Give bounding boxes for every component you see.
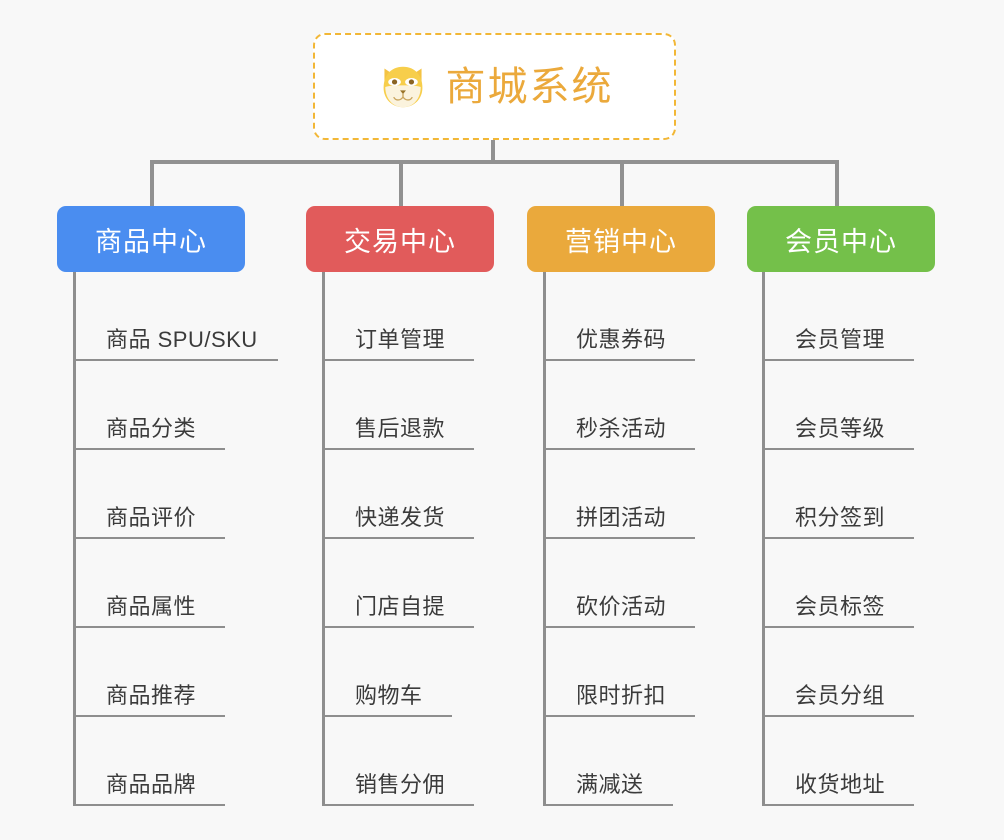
leaf-item[interactable]: 商品品牌	[73, 717, 225, 806]
leaf-label: 收货地址	[795, 772, 886, 797]
leaf-item[interactable]: 秒杀活动	[543, 361, 695, 450]
root-title: 商城系统	[445, 64, 614, 109]
leaf-item[interactable]: 会员管理	[762, 272, 914, 361]
shiba-dog-icon	[383, 66, 422, 107]
leaf-item[interactable]: 门店自提	[322, 539, 474, 628]
leaf-label: 商品分类	[106, 416, 197, 441]
leaf-label: 拼团活动	[576, 505, 667, 530]
leaf-item[interactable]: 收货地址	[762, 717, 914, 806]
leaf-label: 销售分佣	[355, 772, 446, 797]
leaf-item[interactable]: 满减送	[543, 717, 673, 806]
category-box-trade[interactable]: 交易中心	[306, 206, 494, 272]
leaf-label: 优惠券码	[576, 327, 667, 352]
leaf-item[interactable]: 快递发货	[322, 450, 474, 539]
category-label: 营销中心	[565, 226, 677, 257]
leaf-label: 售后退款	[355, 416, 446, 441]
leaf-label: 会员分组	[795, 683, 886, 708]
category-label: 交易中心	[344, 226, 456, 257]
leaf-item[interactable]: 售后退款	[322, 361, 474, 450]
leaf-item[interactable]: 商品评价	[73, 450, 225, 539]
leaf-label: 满减送	[576, 772, 644, 797]
category-drop-connector-3	[620, 160, 624, 206]
category-drop-connector-4	[835, 160, 839, 206]
leaf-rail	[322, 272, 325, 806]
leaf-label: 会员等级	[795, 416, 886, 441]
leaf-label: 秒杀活动	[576, 416, 667, 441]
leaf-label: 积分签到	[795, 505, 886, 530]
category-box-member[interactable]: 会员中心	[747, 206, 935, 272]
leaf-label: 商品推荐	[106, 683, 197, 708]
leaf-item[interactable]: 销售分佣	[322, 717, 474, 806]
category-box-marketing[interactable]: 营销中心	[527, 206, 715, 272]
leaf-item[interactable]: 砍价活动	[543, 539, 695, 628]
leaf-item[interactable]: 积分签到	[762, 450, 914, 539]
leaf-item[interactable]: 会员标签	[762, 539, 914, 628]
leaf-rail	[73, 272, 76, 806]
leaf-label: 限时折扣	[576, 683, 667, 708]
category-drop-connector-1	[150, 160, 154, 206]
horizontal-bar-connector	[150, 160, 839, 164]
category-label: 商品中心	[95, 226, 207, 257]
category-drop-connector-2	[399, 160, 403, 206]
leaf-label: 快递发货	[355, 505, 446, 530]
leaf-label: 商品品牌	[106, 772, 197, 797]
leaf-item[interactable]: 商品属性	[73, 539, 225, 628]
leaf-label: 门店自提	[355, 594, 446, 619]
leaf-item[interactable]: 商品分类	[73, 361, 225, 450]
root-node[interactable]: 商城系统	[313, 33, 676, 140]
leaf-item[interactable]: 订单管理	[322, 272, 474, 361]
category-box-product[interactable]: 商品中心	[57, 206, 245, 272]
leaf-item[interactable]: 拼团活动	[543, 450, 695, 539]
leaf-label: 购物车	[355, 683, 423, 708]
leaf-item[interactable]: 商品推荐	[73, 628, 225, 717]
leaf-rail	[762, 272, 765, 806]
leaf-label: 订单管理	[355, 327, 446, 352]
leaf-item[interactable]: 商品 SPU/SKU	[73, 272, 278, 361]
leaf-label: 商品 SPU/SKU	[106, 327, 258, 352]
leaf-item[interactable]: 会员等级	[762, 361, 914, 450]
leaf-rail	[543, 272, 546, 806]
leaf-item[interactable]: 优惠券码	[543, 272, 695, 361]
category-label: 会员中心	[785, 226, 897, 257]
leaf-label: 砍价活动	[576, 594, 667, 619]
leaf-item[interactable]: 会员分组	[762, 628, 914, 717]
root-stem-connector	[491, 140, 495, 162]
leaf-item[interactable]: 购物车	[322, 628, 452, 717]
leaf-item[interactable]: 限时折扣	[543, 628, 695, 717]
leaf-label: 会员标签	[795, 594, 886, 619]
leaf-label: 商品属性	[106, 594, 197, 619]
leaf-label: 会员管理	[795, 327, 886, 352]
leaf-label: 商品评价	[106, 505, 197, 530]
